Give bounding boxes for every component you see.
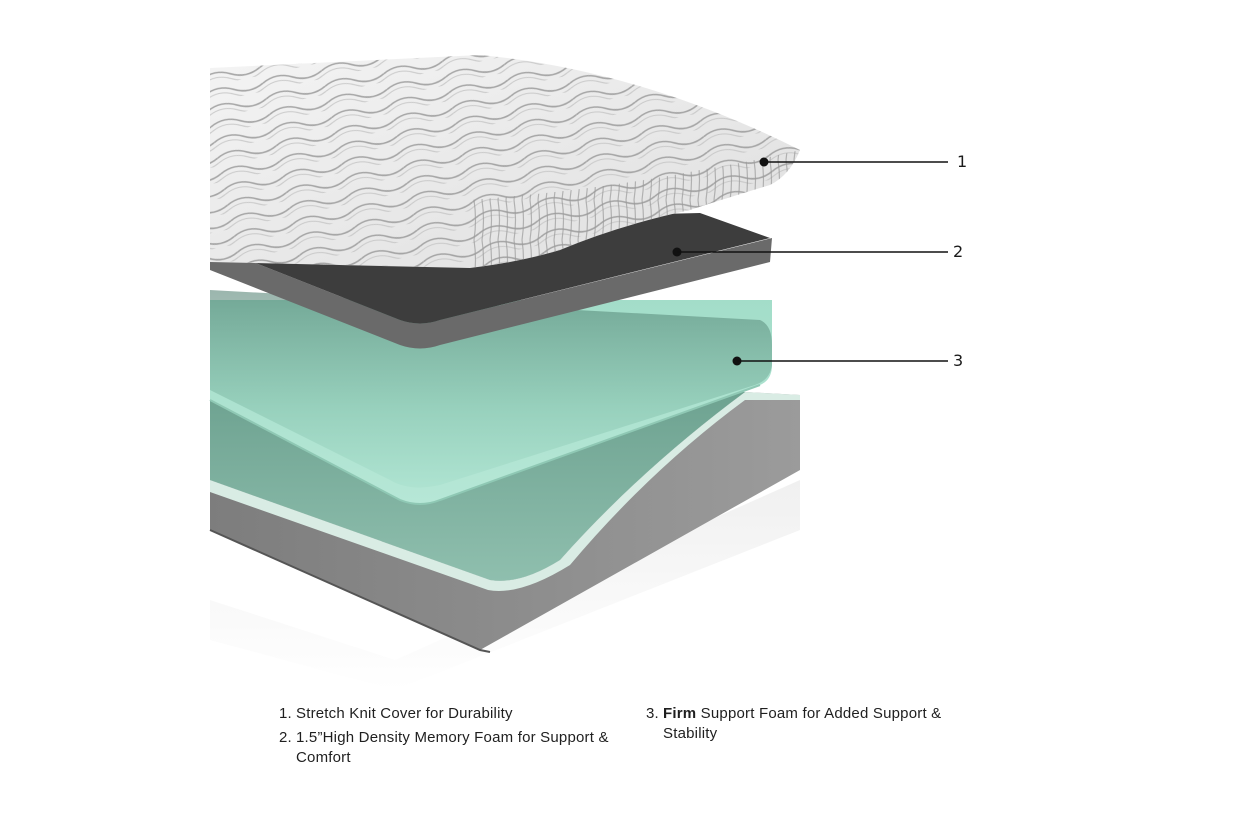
caption-number: 1. (279, 705, 292, 722)
callout-1 (759, 157, 948, 167)
mattress-layers-illustration (209, 55, 948, 690)
caption-text-wrapper: Firm Support Foam for Added Support & St… (663, 704, 986, 744)
caption-text: 1.5”High Density Memory Foam for Support… (296, 729, 609, 766)
caption-text: Stretch Knit Cover for Durability (296, 705, 513, 722)
layer-captions: 1. Stretch Knit Cover for Durability 2. … (0, 704, 1260, 824)
caption-item-3: 3. Firm Support Foam for Added Support &… (646, 704, 986, 744)
caption-item-2: 2. 1.5”High Density Memory Foam for Supp… (279, 728, 609, 768)
support-foam-layer (209, 290, 772, 505)
stretch-knit-cover-layer (210, 55, 800, 268)
callout-number-1: 1 (957, 152, 968, 171)
callout-2 (672, 247, 948, 257)
caption-item-1: 1. Stretch Knit Cover for Durability (279, 704, 609, 724)
caption-number: 2. (279, 729, 292, 746)
captions-left-column: 1. Stretch Knit Cover for Durability 2. … (279, 704, 609, 772)
callout-3 (732, 356, 948, 366)
caption-text: Support Foam for Added Support & Stabili… (663, 705, 942, 742)
callout-number-2: 2 (953, 242, 964, 261)
caption-emphasis: Firm (663, 705, 697, 722)
captions-right-column: 3. Firm Support Foam for Added Support &… (646, 704, 986, 748)
callout-number-3: 3 (953, 351, 964, 370)
caption-number: 3. (646, 705, 659, 722)
